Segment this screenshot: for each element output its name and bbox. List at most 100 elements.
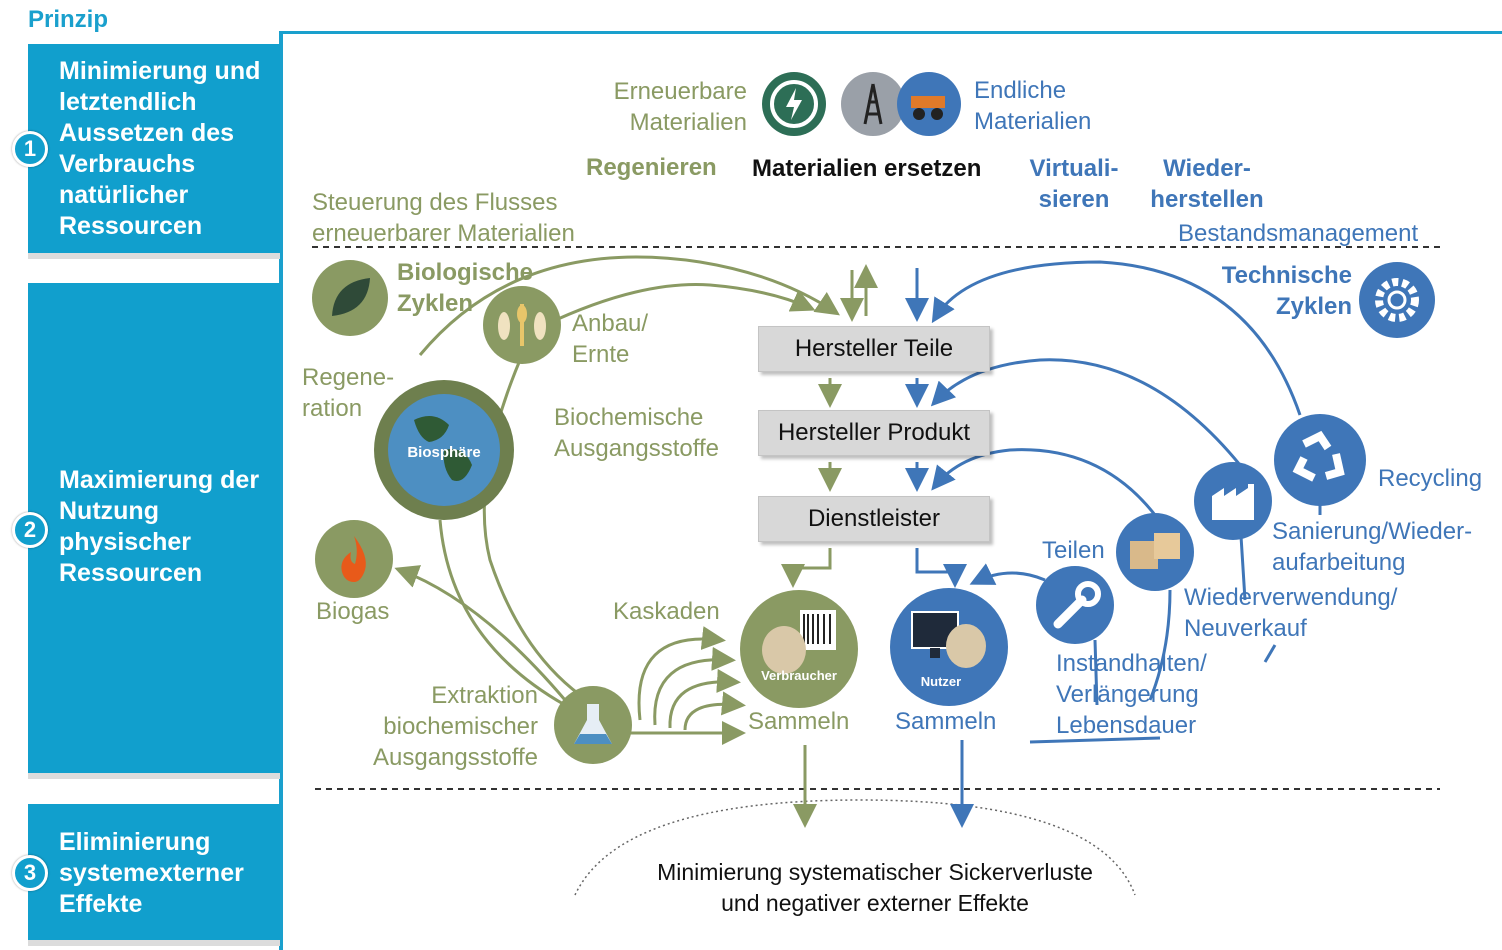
renewable-line: Erneuerbare [613,78,747,105]
stock-management-label: Bestandsmanagement [1178,220,1419,247]
leakage-line: und negativer externer Effekte [721,890,1029,916]
user-label: Nutzer [920,674,962,689]
recycling-icon [1274,414,1366,506]
substitute-materials-label: Materialien ersetzen [752,155,982,182]
panel-2-line: Maximierung der [59,466,260,494]
flow-control-line: erneuerbarer Materialien [312,220,575,247]
renewable-materials-label: Erneuerbare Materialien [590,76,747,138]
consumer-label: Verbraucher [761,668,837,683]
maintain-label: Instandhalten/ Verlängerung Lebensdauer [1056,648,1207,741]
regeneration-line: Regene- [302,364,395,391]
service-provider-box: Dienstleister [758,496,990,542]
renewable-energy-icon [762,72,826,136]
panel-principle-1: Minimierung und letztendlich Aussetzen d… [28,44,280,253]
refurbish-line: Sanierung/Wieder- [1272,518,1473,545]
panel-2-line: Ressourcen [59,559,203,587]
parts-manufacturer-box: Hersteller Teile [758,326,990,372]
cultivation-label: Anbau/ Ernte [572,308,648,370]
principle-3-badge: 3 [12,855,48,891]
user-computer-icon [890,588,1008,706]
bio-title-line: Zyklen [397,290,474,317]
refurbish-line: aufarbeitung [1272,549,1406,576]
principle-1-badge: 1 [12,131,48,167]
cultivation-line: Anbau/ [572,310,649,337]
page-title: Prinzip [28,6,109,33]
panel-1-line: letztendlich [59,88,197,116]
refurbish-label: Sanierung/Wieder- aufarbeitung [1272,516,1472,578]
regeneration-label: Regene- ration [302,362,394,424]
leakage-minimization-label: Minimierung systematischer Sickerverlust… [600,857,1150,919]
panel-2-shadow [28,773,280,779]
tech-cycles-title: Technische Zyklen [1180,260,1352,322]
extraction-line: Ausgangsstoffe [372,744,538,771]
bio-collect-label: Sammeln [748,708,850,735]
panel-3-line: Eliminierung [59,828,211,856]
cascades-label: Kaskaden [613,598,720,625]
bio-cycles-title: Biologische Zyklen [397,257,533,319]
panel-2-line: Nutzung [59,497,159,525]
panel-1-line: Minimierung und [59,57,261,85]
tech-title-line: Technische [1221,262,1352,289]
restore-line: herstellen [1150,186,1264,213]
panel-3-shadow [28,940,280,946]
finite-line: Endliche [974,77,1067,104]
consumer-icon [740,590,858,708]
biochemical-line: Ausgangsstoffe [554,435,720,462]
renewable-line: Materialien [629,109,747,136]
cultivation-line: Ernte [572,341,630,368]
reuse-line: Neuverkauf [1184,615,1307,642]
panel-1-line: natürlicher [59,181,189,209]
factory-icon [1194,462,1272,540]
leakage-line: Minimierung systematischer Sickerverlust… [657,859,1093,885]
panel-principle-3: Eliminierung systemexterner Effekte [28,804,280,940]
panel-3-line: systemexterner [59,859,244,887]
extraction-label: Extraktion biochemischer Ausgangsstoffe [360,680,538,773]
leaf-icon [312,260,388,336]
gear-icon [1359,262,1435,338]
product-manufacturer-box: Hersteller Produkt [758,410,990,456]
mining-truck-icon [897,72,961,136]
flow-control-label: Steuerung des Flusses erneuerbarer Mater… [312,187,575,249]
regenerate-label: Regenieren [586,154,717,181]
tech-title-line: Zyklen [1275,293,1352,320]
boxes-icon [1116,513,1194,591]
virtualize-label: Virtuali- sieren [1024,153,1124,215]
panel-1-line: Ressourcen [59,212,203,240]
virtualize-line: sieren [1038,186,1110,213]
reuse-label: Wiederverwendung/ Neuverkauf [1184,582,1397,644]
biochemical-feedstock-label: Biochemische Ausgangsstoffe [554,402,719,464]
restore-line: Wieder- [1163,155,1251,182]
bio-title-line: Biologische [397,259,534,286]
restore-label: Wieder- herstellen [1146,153,1268,215]
recycling-label: Recycling [1378,465,1483,492]
panel-1-line: Aussetzen des [59,119,235,147]
panel-principle-2: Maximierung der Nutzung physischer Resso… [28,283,280,773]
oil-rig-icon [841,72,905,136]
flame-icon [315,520,393,598]
finite-line: Materialien [974,108,1092,135]
maintain-line: Instandhalten/ [1056,650,1207,677]
biosphere-label: Biosphäre [407,444,481,461]
principle-2-badge: 2 [12,512,48,548]
virtualize-line: Virtuali- [1029,155,1119,182]
panel-1-line: Verbrauchs [59,150,196,178]
finite-materials-label: Endliche Materialien [974,75,1091,137]
biochemical-line: Biochemische [554,404,704,431]
share-label: Teilen [1042,537,1105,564]
panel-3-line: Effekte [59,890,143,918]
grain-fish-icon [483,286,561,364]
panel-1-shadow [28,253,280,259]
maintain-line: Lebensdauer [1056,712,1197,739]
frame-top-line [282,31,1502,34]
flow-control-line: Steuerung des Flusses [312,189,558,216]
regeneration-line: ration [302,395,363,422]
biosphere-globe-icon [374,380,514,520]
tech-collect-label: Sammeln [895,708,997,735]
wrench-icon [1036,566,1114,644]
extraction-line: Extraktion [431,682,538,709]
biogas-label: Biogas [316,598,390,625]
extraction-line: biochemischer [383,713,538,740]
flask-icon [554,686,632,764]
maintain-line: Verlängerung [1056,681,1199,708]
